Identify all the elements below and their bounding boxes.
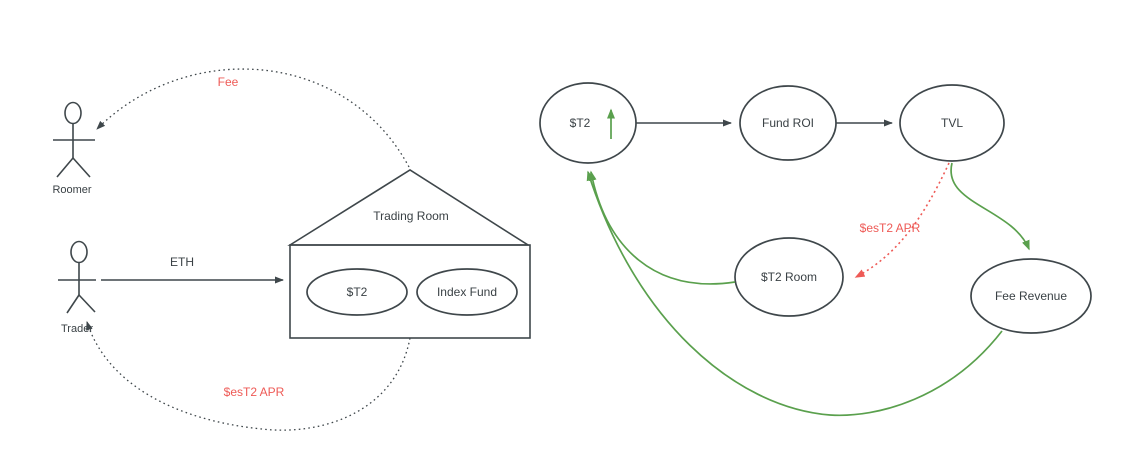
node-t2-left-label: $T2 [347,285,368,299]
node-fund-roi-label: Fund ROI [762,116,814,130]
node-fee-revenue-ellipse [970,258,1092,334]
edge-t2room-to-t2 [588,170,736,285]
edge-feerevenue-to-t2 [586,170,1003,417]
actor-legs [66,294,96,314]
edge-est2-apr-right-line [854,162,950,278]
actor-legs [56,157,91,178]
node-fund-roi: Fund ROI [739,85,837,161]
edge-est2-apr-left: $esT2 APR [86,321,411,431]
actor-trader: Trader [58,240,96,335]
node-tvl-ellipse [899,84,1005,162]
actor-roomer-label: Roomer [52,184,91,196]
node-t2-room: $T2 Room [734,237,844,317]
actor-head [64,101,82,125]
edge-est2-apr-right-label: $esT2 APR [860,221,921,235]
node-index-fund [416,268,518,316]
edge-fee: Fee [96,68,410,168]
node-fee-revenue-label: Fee Revenue [995,289,1067,303]
edge-eth-label: ETH [170,255,194,269]
actor-head [70,240,88,264]
node-index-fund-label: Index Fund [437,285,497,299]
node-fee-revenue: Fee Revenue [970,258,1092,334]
node-t2-left [306,268,408,316]
node-tvl-label: TVL [941,116,963,130]
trading-room-label: Trading Room [373,209,449,223]
node-tvl: TVL [899,84,1005,162]
edge-tvl-to-feerevenue [950,162,1030,251]
node-t2-room-label: $T2 Room [761,270,817,284]
edge-fee-label: Fee [218,75,239,89]
edge-eth: ETH [101,255,284,284]
node-t2-label: $T2 [570,116,591,130]
edge-fee-line [96,68,410,168]
edge-est2-apr-right: $esT2 APR [854,162,950,278]
node-t2: $T2 [539,82,637,164]
edge-est2-apr-left-label: $esT2 APR [224,385,285,399]
actor-trader-label: Trader [61,323,93,335]
node-t2-room-ellipse [734,237,844,317]
house-roof [287,169,531,246]
edge-est2-apr-left-line [86,321,411,431]
trading-room-house: Trading Room $T2 Index Fund [287,169,531,339]
actor-roomer: Roomer [52,101,95,196]
